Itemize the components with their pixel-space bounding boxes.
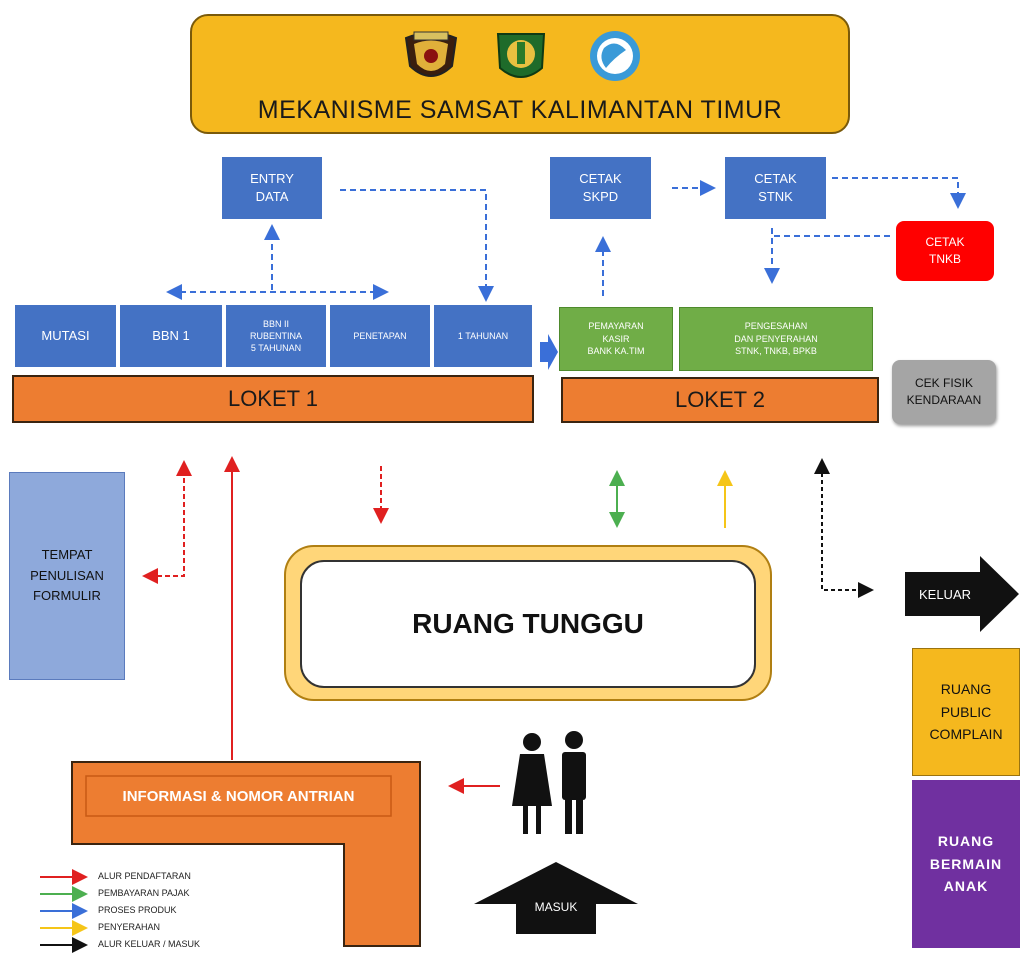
cek-fisik-line2: KENDARAAN	[906, 393, 982, 407]
bbn2-line3: 5 TAHUNAN	[250, 343, 302, 354]
black-exit-arrow	[814, 458, 874, 598]
legend-proses-produk: PROSES PRODUK	[98, 905, 177, 915]
page-title: MEKANISME SAMSAT KALIMANTAN TIMUR	[257, 96, 783, 124]
cetak-tnkb-line1: CETAK	[925, 235, 965, 250]
bbn2-line1: BBN II	[262, 318, 289, 329]
red-flow-arrows	[142, 456, 500, 794]
cek-fisik-line1: CEK FISIK	[914, 376, 973, 391]
legend-pembayaran-pajak: PEMBAYARAN PAJAK	[98, 888, 190, 898]
pengesahan-line1: PENGESAHAN	[744, 321, 808, 332]
cetak-stnk-line2: STNK	[758, 189, 793, 204]
ruang-tunggu: RUANG TUNGGU	[300, 560, 756, 688]
cetak-stnk-box: CETAK STNK	[725, 157, 826, 219]
pembayaran-box: PEMAYARAN KASIR BANK KA.TIM	[559, 307, 673, 371]
kaltim-emblem-icon	[496, 33, 546, 78]
tahunan-box: 1 TAHUNAN	[434, 305, 532, 367]
pengesahan-box: PENGESAHAN DAN PENYERAHAN STNK, TNKB, BP…	[679, 307, 873, 371]
ruang-tunggu-label: RUANG TUNGGU	[412, 608, 644, 639]
bbn2-line2: RUBENTINA	[249, 330, 302, 341]
legend-penyerahan: PENYERAHAN	[98, 922, 161, 932]
entry-data-line2: DATA	[255, 189, 289, 204]
masuk-arrow-icon	[474, 862, 638, 934]
cek-fisik-box: CEK FISIK KENDARAAN	[892, 360, 996, 424]
legend-lines	[40, 869, 88, 953]
pengesahan-line2: DAN PENYERAHAN	[734, 333, 818, 344]
loket1-label: LOKET 1	[227, 386, 319, 411]
mutasi-box: MUTASI	[15, 305, 116, 367]
bbn1-box: BBN 1	[120, 305, 222, 367]
legend-alur-pendaftaran: ALUR PENDAFTARAN	[98, 871, 191, 881]
ruang-public-line2: PUBLIC	[940, 703, 992, 720]
keluar-arrow-icon	[905, 556, 1019, 632]
tempat-line3: FORMULIR	[33, 588, 101, 604]
cetak-tnkb-line2: TNKB	[928, 252, 961, 266]
cetak-skpd-line2: SKPD	[582, 189, 619, 204]
loket2-label: LOKET 2	[674, 387, 766, 412]
bbn2-box: BBN II RUBENTINA 5 TAHUNAN	[226, 305, 326, 367]
penetapan-box: PENETAPAN	[330, 305, 430, 367]
mutasi-label: MUTASI	[41, 328, 90, 344]
cetak-stnk-line1: CETAK	[754, 171, 797, 187]
ruang-public-box: RUANG PUBLIC COMPLAIN	[912, 648, 1020, 776]
keluar-label: KELUAR	[918, 586, 972, 602]
informasi-label: INFORMASI & NOMOR ANTRIAN	[122, 787, 355, 805]
ruang-bermain-line2: BERMAIN	[929, 855, 1003, 872]
police-emblem-icon	[404, 31, 458, 77]
legend-alur-keluar-masuk: ALUR KELUAR / MASUK	[98, 939, 201, 949]
penetapan-label: PENETAPAN	[353, 330, 407, 341]
tempat-penulisan-box: TEMPAT PENULISAN FORMULIR	[9, 472, 125, 680]
cetak-skpd-box: CETAK SKPD	[550, 157, 651, 219]
loket1-bar: LOKET 1	[12, 375, 534, 423]
tempat-line2: PENULISAN	[30, 567, 104, 583]
cetak-skpd-line1: CETAK	[579, 171, 622, 187]
ruang-bermain-box: RUANG BERMAIN ANAK	[912, 780, 1020, 948]
entry-data-box: ENTRY DATA	[222, 157, 322, 219]
header-banner: MEKANISME SAMSAT KALIMANTAN TIMUR	[190, 14, 850, 134]
ruang-bermain-line3: ANAK	[943, 878, 989, 895]
tahunan-label: 1 TAHUNAN	[457, 330, 509, 341]
ruang-bermain-line1: RUANG	[937, 833, 995, 850]
informasi-counter	[71, 761, 421, 947]
chevron-right-icon	[540, 334, 558, 370]
people-icon	[512, 731, 586, 834]
masuk-label: MASUK	[534, 900, 578, 914]
cetak-tnkb-box: CETAK TNKB	[896, 221, 994, 281]
blue-flow-arrows	[166, 177, 966, 302]
tempat-line1: TEMPAT	[41, 546, 93, 562]
ruang-public-line3: COMPLAIN	[929, 726, 1003, 743]
pengesahan-line3: STNK, TNKB, BPKB	[735, 346, 817, 357]
pembayaran-line3: BANK KA.TIM	[587, 346, 645, 357]
dispenda-logo-icon	[590, 31, 640, 81]
entry-data-line1: ENTRY	[250, 171, 294, 187]
ruang-public-line1: RUANG	[940, 681, 992, 698]
pembayaran-line2: KASIR	[602, 333, 630, 344]
loket2-bar: LOKET 2	[561, 377, 879, 423]
pembayaran-line1: PEMAYARAN	[588, 321, 644, 332]
bbn1-label: BBN 1	[152, 328, 190, 344]
